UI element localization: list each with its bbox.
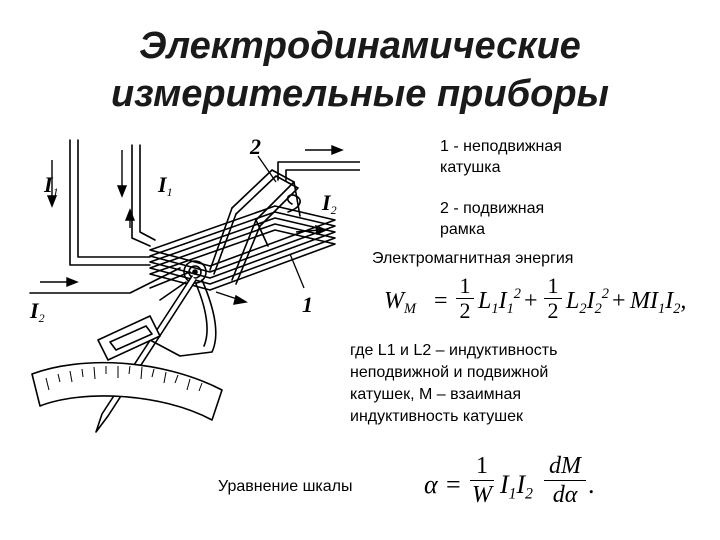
- label-current-I1-middle: I1: [158, 172, 173, 200]
- callout-2: 2: [250, 134, 261, 159]
- callout-1: 1: [302, 292, 313, 317]
- callout-leader-2: [257, 155, 277, 183]
- moving-frame: [209, 169, 301, 285]
- lead-wire-middle: [131, 144, 151, 247]
- current-arrows: [40, 144, 344, 305]
- page-title-line-2: измерительные приборы: [111, 73, 609, 115]
- explanation-line-4: индуктивность катушек: [350, 408, 524, 425]
- legend-item-1: 1 - неподвижная катушка: [440, 138, 562, 176]
- label-current-I2-right: I2: [322, 190, 337, 218]
- lead-wire-right: [277, 161, 360, 181]
- callout-leader-1: [289, 253, 305, 289]
- legend-item-2: 2 - подвижная рамка: [440, 200, 545, 238]
- explanation-line-2: неподвижной и подвижной: [350, 364, 549, 381]
- scale-ticks: [45, 365, 203, 392]
- energy-heading: Электромагнитная энергия: [372, 250, 574, 267]
- lead-wire-left: [69, 139, 151, 266]
- scale-equation-label: Уравнение шкалы: [218, 478, 353, 495]
- electrodynamic-instrument-diagram: [29, 139, 360, 433]
- label-current-I2-bottom: I2: [30, 298, 45, 326]
- scale-arc: [31, 361, 223, 421]
- page-title-line-1: Электродинамические: [139, 25, 581, 67]
- explanation-line-3: катушек, M – взаимная: [350, 386, 522, 403]
- label-current-I1-left: I1: [44, 172, 59, 200]
- spring: [286, 194, 301, 213]
- damper-vane: [97, 315, 161, 361]
- explanation-line-1: где L1 и L2 – индуктивность: [350, 342, 558, 359]
- lead-wire-bottom: [29, 267, 181, 294]
- damper-arm: [149, 279, 217, 357]
